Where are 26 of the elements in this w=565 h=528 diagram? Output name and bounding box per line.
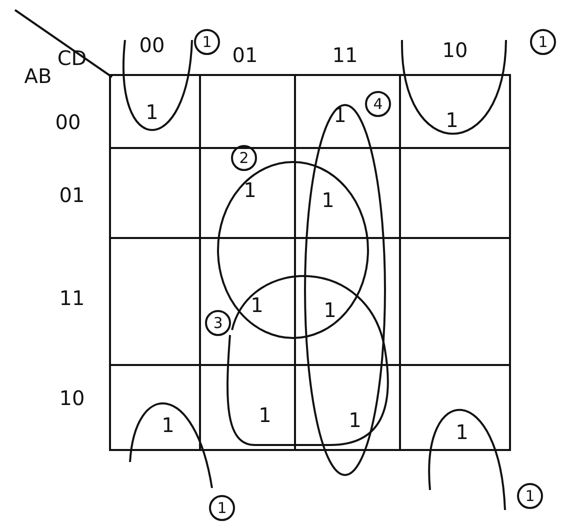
cell-value: 1	[456, 420, 468, 444]
cell-value: 1	[258, 403, 272, 427]
cell-value: 1	[250, 293, 264, 317]
row-variable-label: AB	[24, 64, 52, 88]
column-header: 01	[232, 43, 258, 67]
column-header: 10	[442, 38, 468, 62]
cell-value: 1	[322, 188, 334, 212]
circled-number: 1	[209, 495, 235, 521]
circled-number: 2	[231, 145, 257, 171]
circled-number: 1	[194, 29, 220, 55]
row-header: 10	[59, 386, 85, 410]
circled-number: 3	[205, 310, 231, 336]
cell-value: 1	[324, 298, 336, 322]
row-header: 00	[55, 110, 81, 134]
cell-value: 1	[348, 408, 362, 432]
circled-number: 4	[365, 91, 391, 117]
column-header: 00	[139, 33, 165, 57]
row-header: 11	[59, 286, 85, 310]
column-header: 11	[332, 43, 358, 67]
cell-value: 1	[146, 100, 158, 124]
circled-number: 1	[517, 483, 543, 509]
circled-number: 1	[530, 29, 556, 55]
cell-value: 1	[446, 108, 458, 132]
cell-value: 1	[244, 178, 256, 202]
row-header: 01	[59, 183, 85, 207]
cell-value: 1	[162, 413, 174, 437]
